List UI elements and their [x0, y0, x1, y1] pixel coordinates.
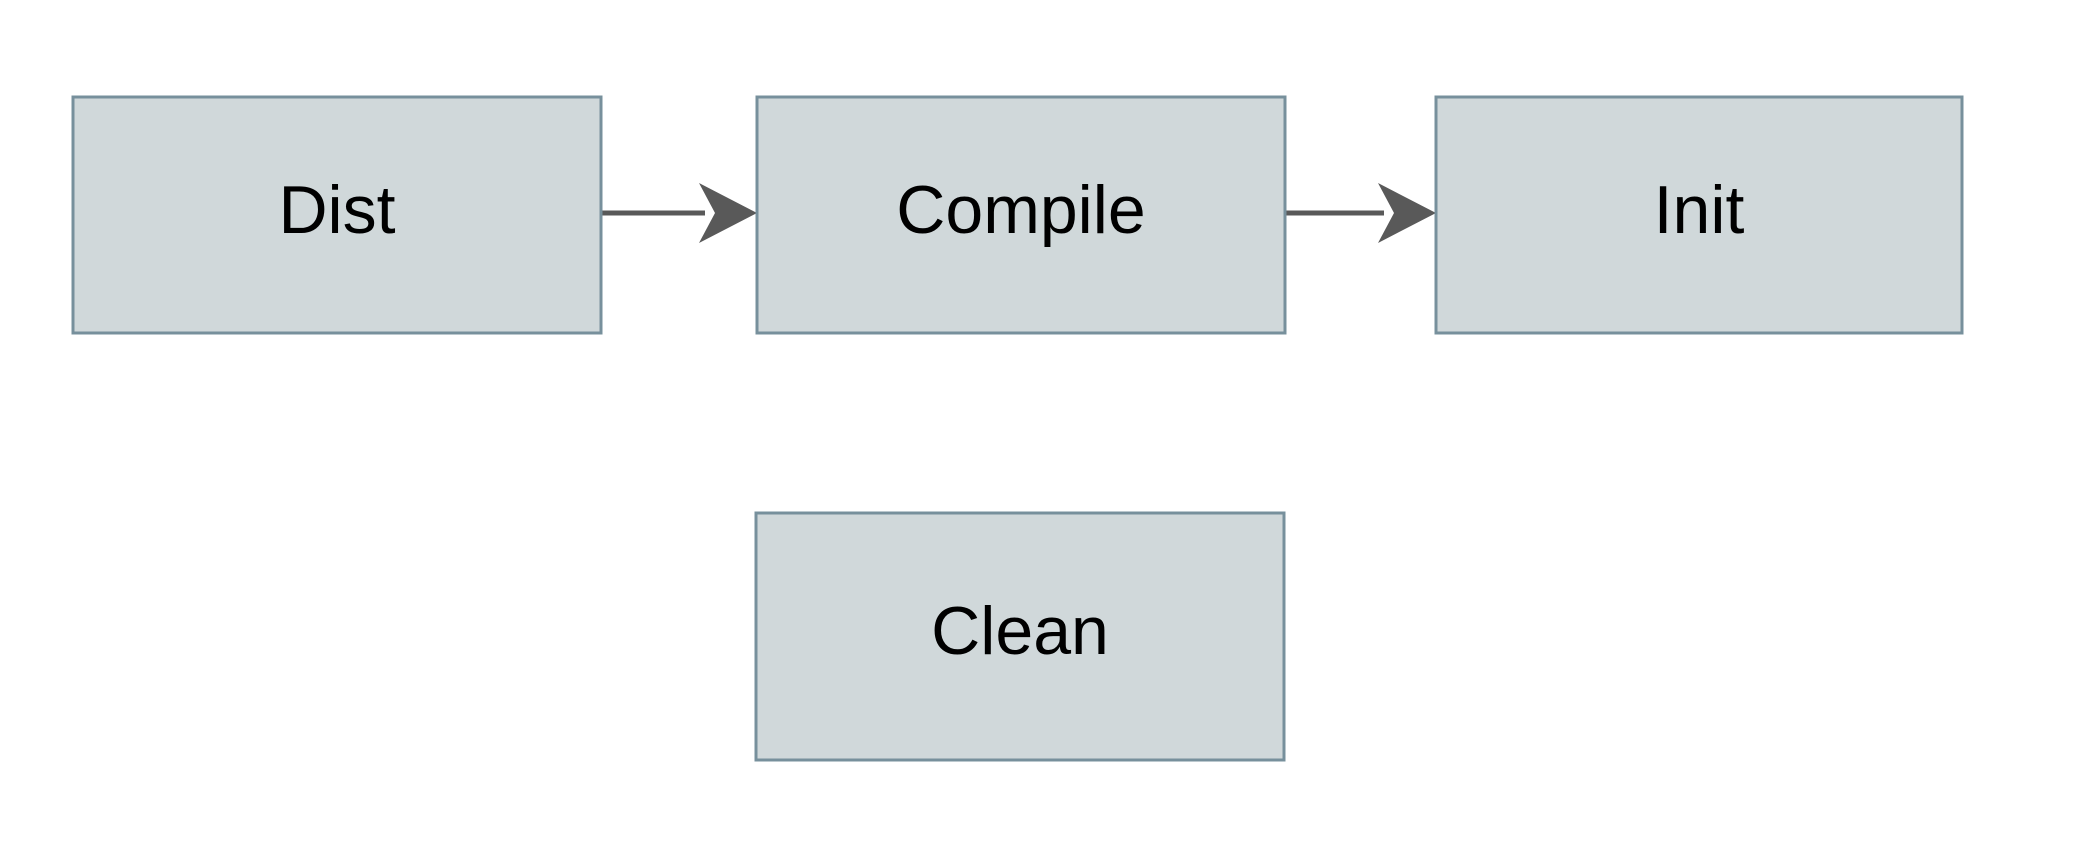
node-label-init: Init — [1654, 172, 1745, 248]
arrowhead-icon-compile-to-init — [1378, 183, 1436, 243]
node-label-dist: Dist — [278, 172, 395, 248]
node-box-dist[interactable] — [71, 95, 603, 335]
node-init[interactable]: Init — [1434, 95, 1964, 335]
node-compile[interactable]: Compile — [755, 95, 1287, 335]
node-box-init[interactable] — [1434, 95, 1964, 335]
node-label-clean: Clean — [931, 593, 1109, 669]
edges-layer — [601, 183, 1436, 243]
arrowhead-icon-dist-to-compile — [699, 183, 757, 243]
edge-compile-to-init[interactable] — [1285, 183, 1436, 243]
node-clean[interactable]: Clean — [754, 511, 1286, 762]
node-dist[interactable]: Dist — [71, 95, 603, 335]
edge-dist-to-compile[interactable] — [601, 183, 757, 243]
node-box-compile[interactable] — [755, 95, 1287, 335]
node-box-clean[interactable] — [754, 511, 1286, 762]
node-label-compile: Compile — [896, 172, 1145, 248]
